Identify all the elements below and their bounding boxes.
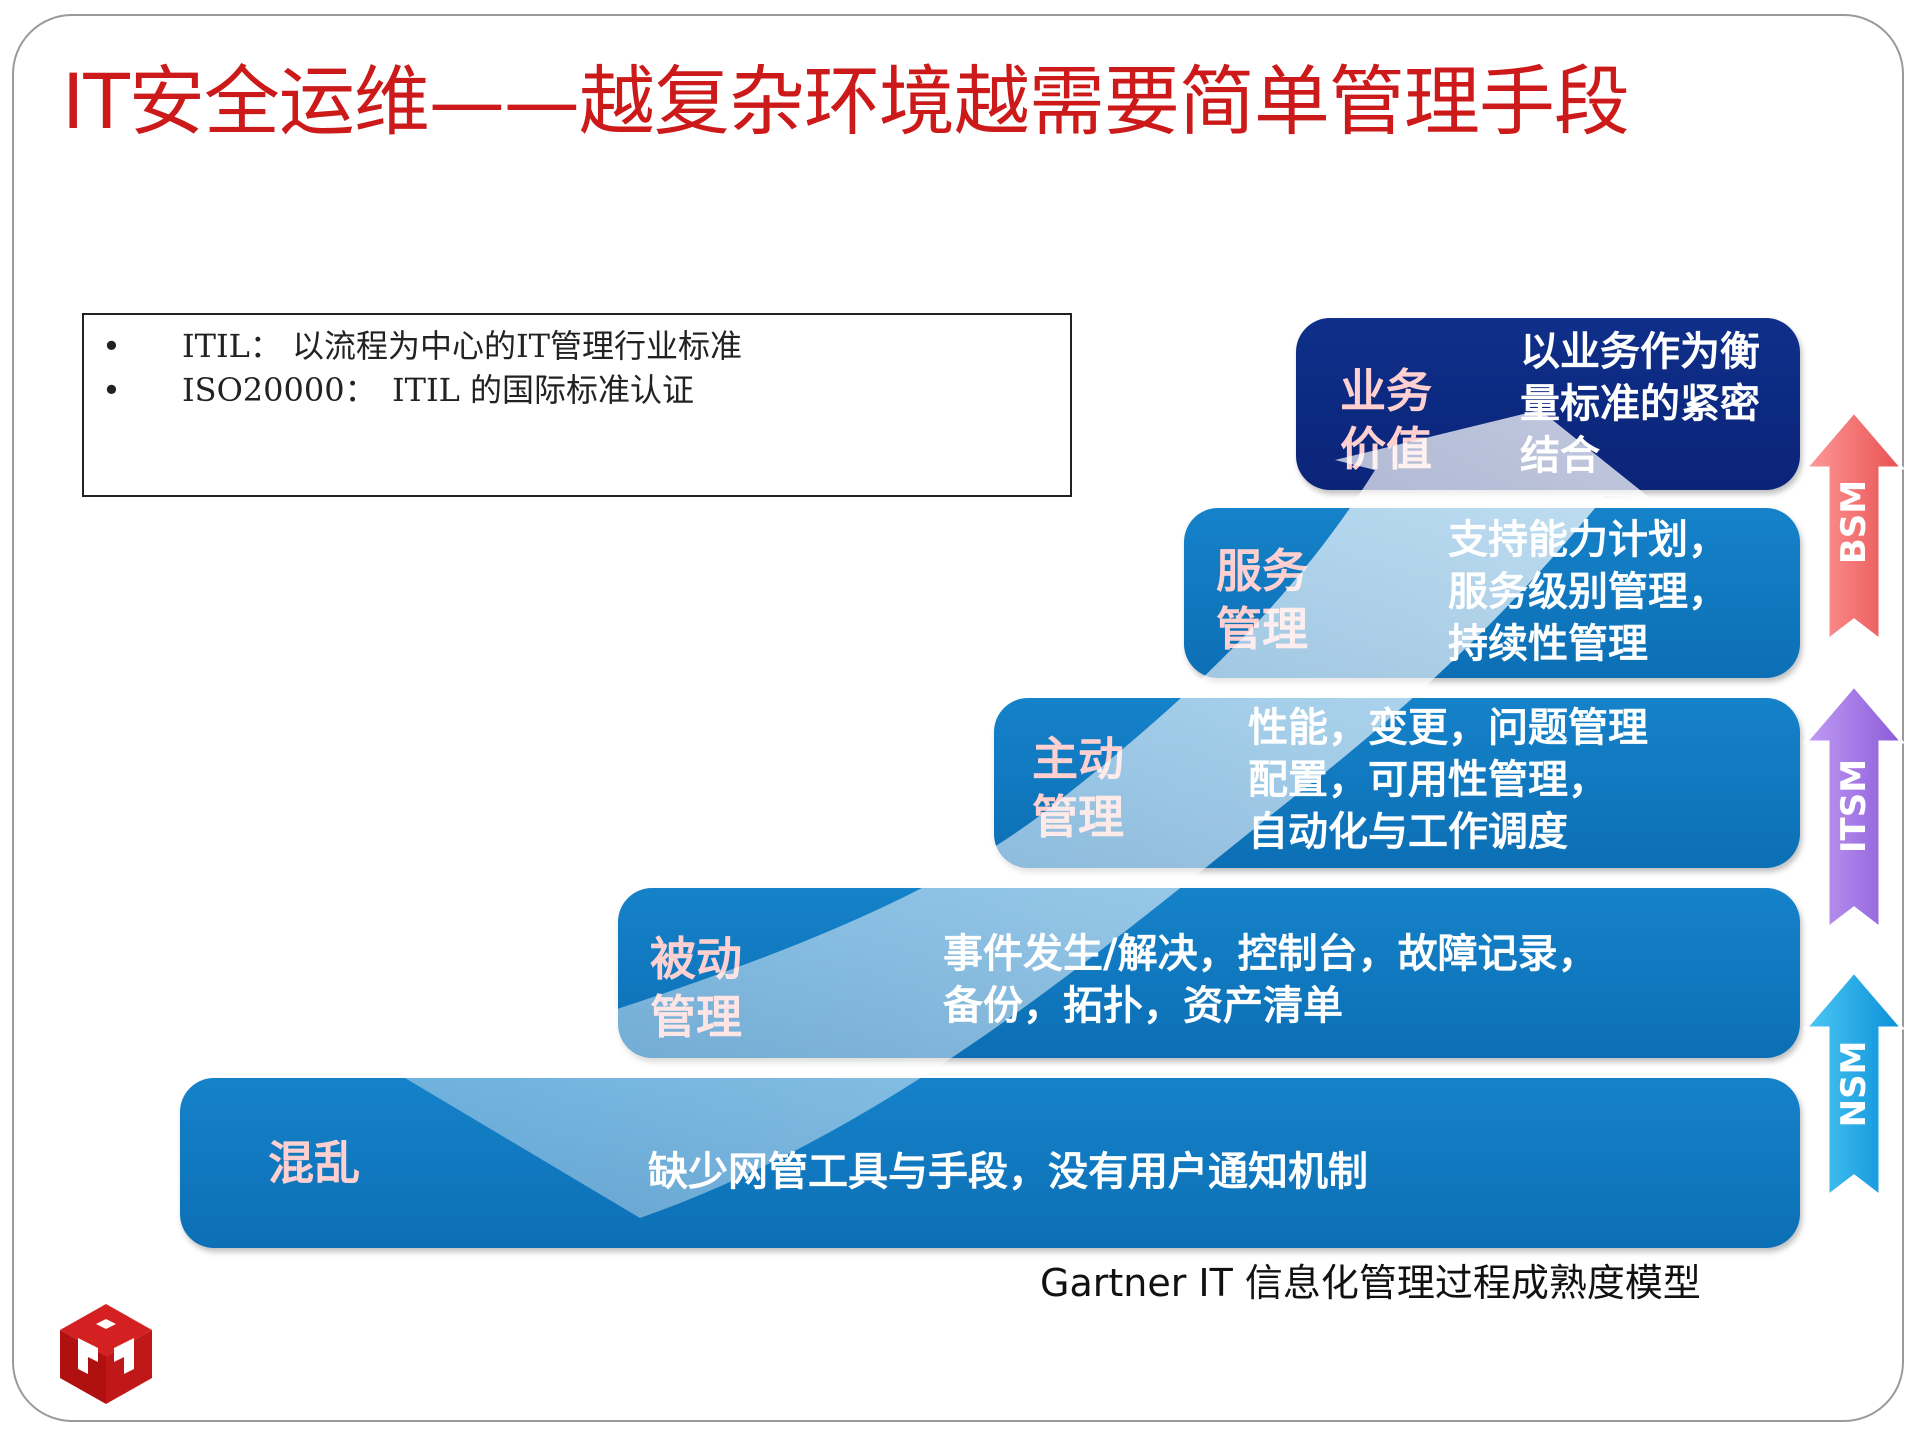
stage-desc: 事件发生/解决，控制台，故障记录， 备份，拓扑，资产清单 xyxy=(943,931,1598,1029)
note-desc: 以流程为中心的IT管理行业标准 xyxy=(292,327,742,365)
stage-desc: 性能，变更，问题管理 配置，可用性管理， 自动化与工作调度 xyxy=(1248,705,1648,855)
nsm-label: NSM xyxy=(1834,1040,1874,1128)
stage-service-management: 服务 管理 支持能力计划， 服务级别管理， 持续性管理 xyxy=(1184,508,1800,678)
stage-business-value: 业务 价值 以业务作为衡 量标准的紧密 结合 xyxy=(1296,318,1800,490)
stage-name: 主动 管理 xyxy=(1032,732,1124,844)
standards-note-box: • ITIL： 以流程为中心的IT管理行业标准 • ISO20000： ITIL 的国际… xyxy=(82,313,1072,497)
itsm-arrow xyxy=(1802,684,1906,930)
slide-frame xyxy=(12,14,1904,1422)
bullet: • xyxy=(102,371,121,409)
stage-name: 业务 价值 xyxy=(1340,364,1432,476)
stage-desc: 支持能力计划， 服务级别管理， 持续性管理 xyxy=(1448,517,1728,667)
note-item-iso: • ISO20000： ITIL 的国际标准认证 xyxy=(102,365,694,411)
stage-name: 混乱 xyxy=(268,1136,360,1190)
note-desc: ITIL 的国际标准认证 xyxy=(392,371,695,409)
company-logo-icon xyxy=(60,1304,152,1404)
slide-title: IT安全运维——越复杂环境越需要简单管理手段 xyxy=(62,57,1630,146)
stage-name: 被动 管理 xyxy=(650,932,742,1044)
note-term: ITIL： xyxy=(182,327,282,365)
stage-desc: 缺少网管工具与手段，没有用户通知机制 xyxy=(648,1149,1368,1195)
itsm-label: ITSM xyxy=(1834,758,1874,854)
bsm-label: BSM xyxy=(1834,479,1874,565)
stage-chaos: 混乱 缺少网管工具与手段，没有用户通知机制 xyxy=(180,1078,1800,1248)
stage-name: 服务 管理 xyxy=(1216,544,1308,656)
note-item-itil: • ITIL： 以流程为中心的IT管理行业标准 xyxy=(102,321,742,367)
bullet: • xyxy=(102,327,121,365)
stage-desc: 以业务作为衡 量标准的紧密 结合 xyxy=(1520,329,1760,479)
figure-caption: Gartner IT 信息化管理过程成熟度模型 xyxy=(1040,1261,1701,1305)
stage-proactive: 主动 管理 性能，变更，问题管理 配置，可用性管理， 自动化与工作调度 xyxy=(994,698,1800,868)
stage-reactive: 被动 管理 事件发生/解决，控制台，故障记录， 备份，拓扑，资产清单 xyxy=(618,888,1800,1058)
nsm-arrow xyxy=(1802,970,1906,1198)
note-term: ISO20000： xyxy=(182,371,377,409)
bsm-arrow xyxy=(1802,410,1906,642)
